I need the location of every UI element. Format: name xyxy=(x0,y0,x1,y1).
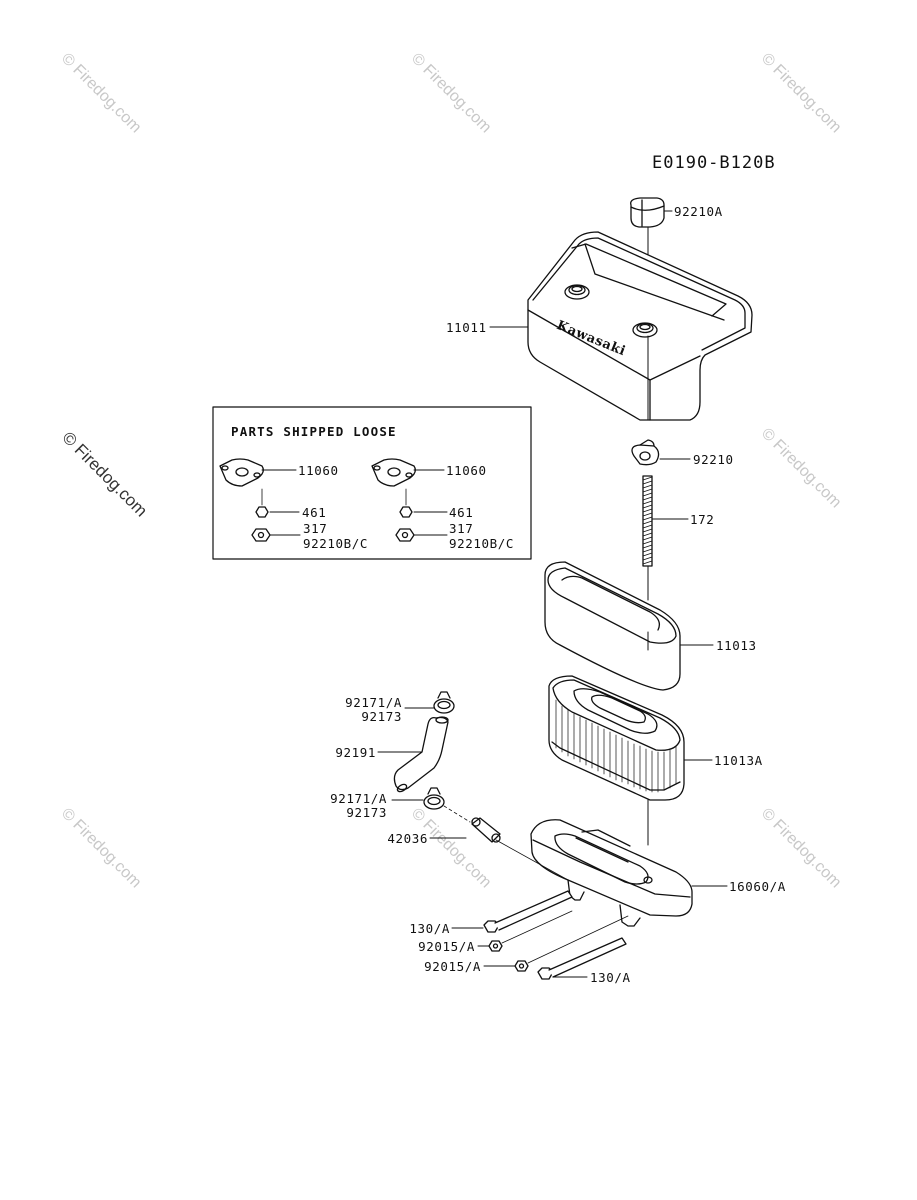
label-11013A: 11013A xyxy=(714,753,763,768)
label-92191: 92191 xyxy=(335,745,376,760)
label-130A-left: 130/A xyxy=(409,921,450,936)
wing-nut-92210 xyxy=(631,439,691,466)
label-317-right: 317 xyxy=(449,521,474,536)
stud-172 xyxy=(642,475,689,601)
label-92210: 92210 xyxy=(693,452,734,467)
clamp-92171A-bottom xyxy=(391,787,471,823)
breather-hose-92191 xyxy=(377,716,449,793)
label-92173-bottom: 92173 xyxy=(346,805,387,820)
label-172: 172 xyxy=(690,512,715,527)
diagram-code: E0190-B120B xyxy=(652,153,776,173)
base-plate-16060A xyxy=(495,819,728,927)
label-461-left: 461 xyxy=(302,505,327,520)
bolt-130A-left xyxy=(451,890,573,933)
pre-cleaner-11013 xyxy=(544,561,714,691)
label-461-right: 461 xyxy=(449,505,474,520)
clamp-92171A-top xyxy=(404,691,455,714)
label-92171A-bottom: 92171/A xyxy=(330,791,387,806)
label-92015A-2: 92015/A xyxy=(424,959,481,974)
loose-parts-title: PARTS SHIPPED LOOSE xyxy=(231,424,397,439)
label-11013: 11013 xyxy=(716,638,757,653)
nut-92015A-2 xyxy=(483,915,629,972)
label-16060A: 16060/A xyxy=(729,879,786,894)
label-130A-right: 130/A xyxy=(590,970,631,985)
label-11060-right: 11060 xyxy=(446,463,487,478)
label-317-left: 317 xyxy=(303,521,328,536)
label-92210A: 92210A xyxy=(674,204,723,219)
nut-92015A-1 xyxy=(477,910,573,952)
label-42036: 42036 xyxy=(387,831,428,846)
label-92171A-top: 92171/A xyxy=(345,695,402,710)
parts-shipped-loose-box xyxy=(212,406,532,560)
fitting-42036 xyxy=(429,817,501,843)
air-cleaner-cover xyxy=(489,231,753,421)
bolt-130A-right xyxy=(537,937,627,980)
label-92210BC-left: 92210B/C xyxy=(303,536,369,551)
label-92210BC-right: 92210B/C xyxy=(449,536,515,551)
label-11011: 11011 xyxy=(446,320,487,335)
label-92173-top: 92173 xyxy=(361,709,402,724)
label-11060-left: 11060 xyxy=(298,463,339,478)
label-92015A-1: 92015/A xyxy=(418,939,475,954)
filter-element-11013A xyxy=(548,675,713,846)
